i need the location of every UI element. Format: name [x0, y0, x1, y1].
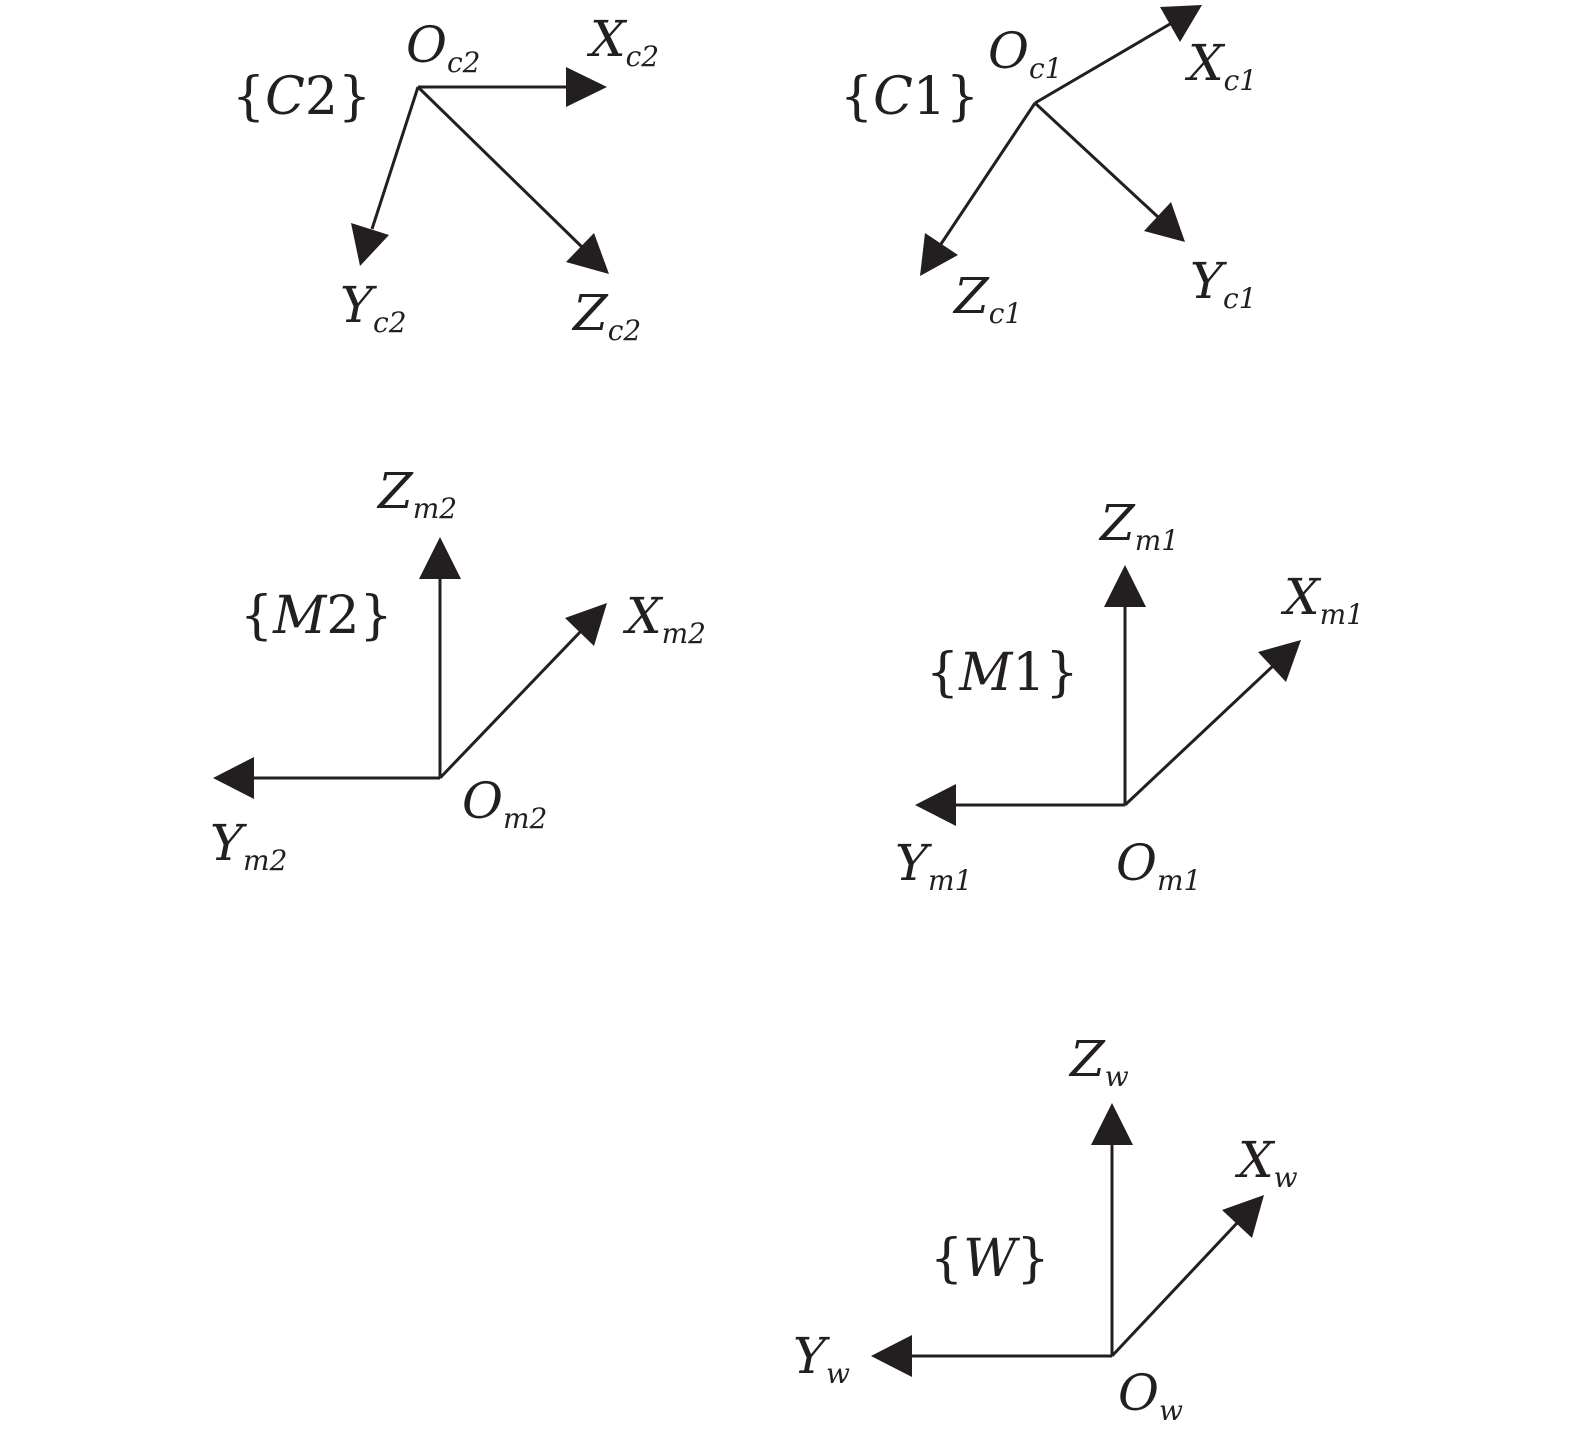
- frame-c1: {C1} Oc1 Xc1 Yc1 Zc1: [840, 5, 1257, 330]
- c1-z-arrowhead: [920, 233, 958, 276]
- m1-z-label: Zm1: [1098, 494, 1179, 557]
- m2-z-arrowhead: [419, 537, 461, 579]
- w-z-label: Zw: [1068, 1030, 1129, 1093]
- c2-frame-name: {C2}: [232, 67, 371, 127]
- c1-y-axis-line: [1033, 101, 1160, 219]
- m1-origin-label: Om1: [1116, 834, 1201, 897]
- c2-z-axis-line: [416, 85, 585, 250]
- c1-x-label: Xc1: [1184, 34, 1257, 97]
- m2-y-label: Ym2: [210, 814, 287, 877]
- w-x-axis-line: [1110, 1220, 1240, 1358]
- c1-y-label: Yc1: [1190, 252, 1257, 315]
- m2-origin-label: Om2: [462, 772, 547, 835]
- m1-frame-name: {M1}: [926, 643, 1079, 703]
- c1-frame-name: {C1}: [840, 67, 979, 127]
- w-y-arrowhead: [871, 1335, 912, 1377]
- c2-x-label: Xc2: [586, 10, 659, 73]
- m1-y-arrowhead: [915, 784, 956, 826]
- w-x-label: Xw: [1234, 1131, 1298, 1194]
- c2-z-label: Zc2: [571, 284, 641, 347]
- m1-x-arrowhead: [1258, 640, 1301, 682]
- c2-y-axis-line: [370, 86, 420, 230]
- c1-z-axis-line: [939, 102, 1037, 245]
- c1-x-arrowhead: [1160, 5, 1202, 42]
- m1-x-axis-line: [1123, 663, 1276, 807]
- m2-x-axis-line: [438, 628, 584, 780]
- m1-x-label: Xm1: [1280, 568, 1364, 631]
- c1-x-axis-line: [1034, 22, 1171, 105]
- frame-w: {W} Ow Xw Yw Zw: [793, 1030, 1298, 1427]
- w-origin-label: Ow: [1118, 1364, 1183, 1427]
- m2-x-label: Xm2: [622, 587, 706, 650]
- w-z-arrowhead: [1091, 1103, 1133, 1145]
- c1-y-arrowhead: [1144, 202, 1185, 242]
- c1-z-label: Zc1: [952, 267, 1022, 330]
- c2-y-arrowhead: [351, 223, 389, 266]
- w-x-arrowhead: [1222, 1195, 1264, 1238]
- w-y-label: Yw: [793, 1327, 850, 1390]
- m1-y-label: Ym1: [895, 834, 972, 897]
- c1-origin-label: Oc1: [988, 22, 1063, 85]
- frame-m2: {M2} Om2 Xm2 Ym2 Zm2: [210, 462, 706, 877]
- frame-m1: {M1} Om1 Xm1 Ym1 Zm1: [895, 494, 1364, 897]
- c2-z-arrowhead: [566, 233, 609, 274]
- c2-origin-label: Oc2: [406, 16, 481, 79]
- m2-z-label: Zm2: [376, 462, 457, 525]
- m2-y-arrowhead: [213, 757, 254, 799]
- frame-c2: {C2} Oc2 Xc2 Yc2 Zc2: [232, 10, 659, 347]
- m2-x-arrowhead: [565, 603, 607, 646]
- m2-frame-name: {M2}: [240, 586, 393, 646]
- c2-x-arrowhead: [566, 67, 607, 107]
- w-frame-name: {W}: [930, 1229, 1050, 1289]
- c2-y-label: Yc2: [340, 276, 407, 339]
- m1-z-arrowhead: [1104, 565, 1146, 607]
